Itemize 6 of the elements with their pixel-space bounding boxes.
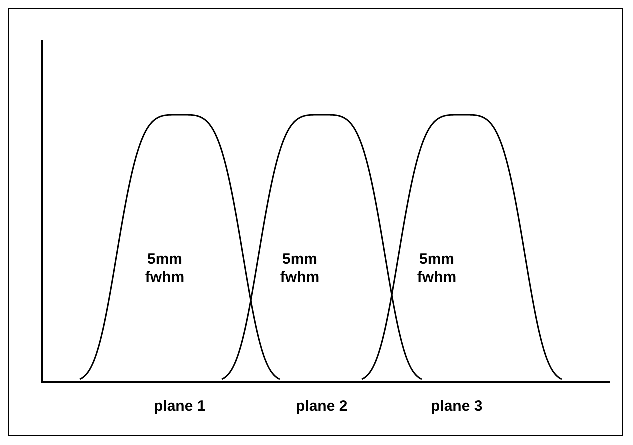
plane-label: plane 2 (296, 398, 348, 415)
curve-label: 5mm fwhm (416, 251, 458, 287)
plane-label: plane 3 (431, 398, 483, 415)
curve-label: 5mm fwhm (144, 251, 186, 287)
plane-label: plane 1 (154, 398, 206, 415)
curve-label: 5mm fwhm (279, 251, 321, 287)
